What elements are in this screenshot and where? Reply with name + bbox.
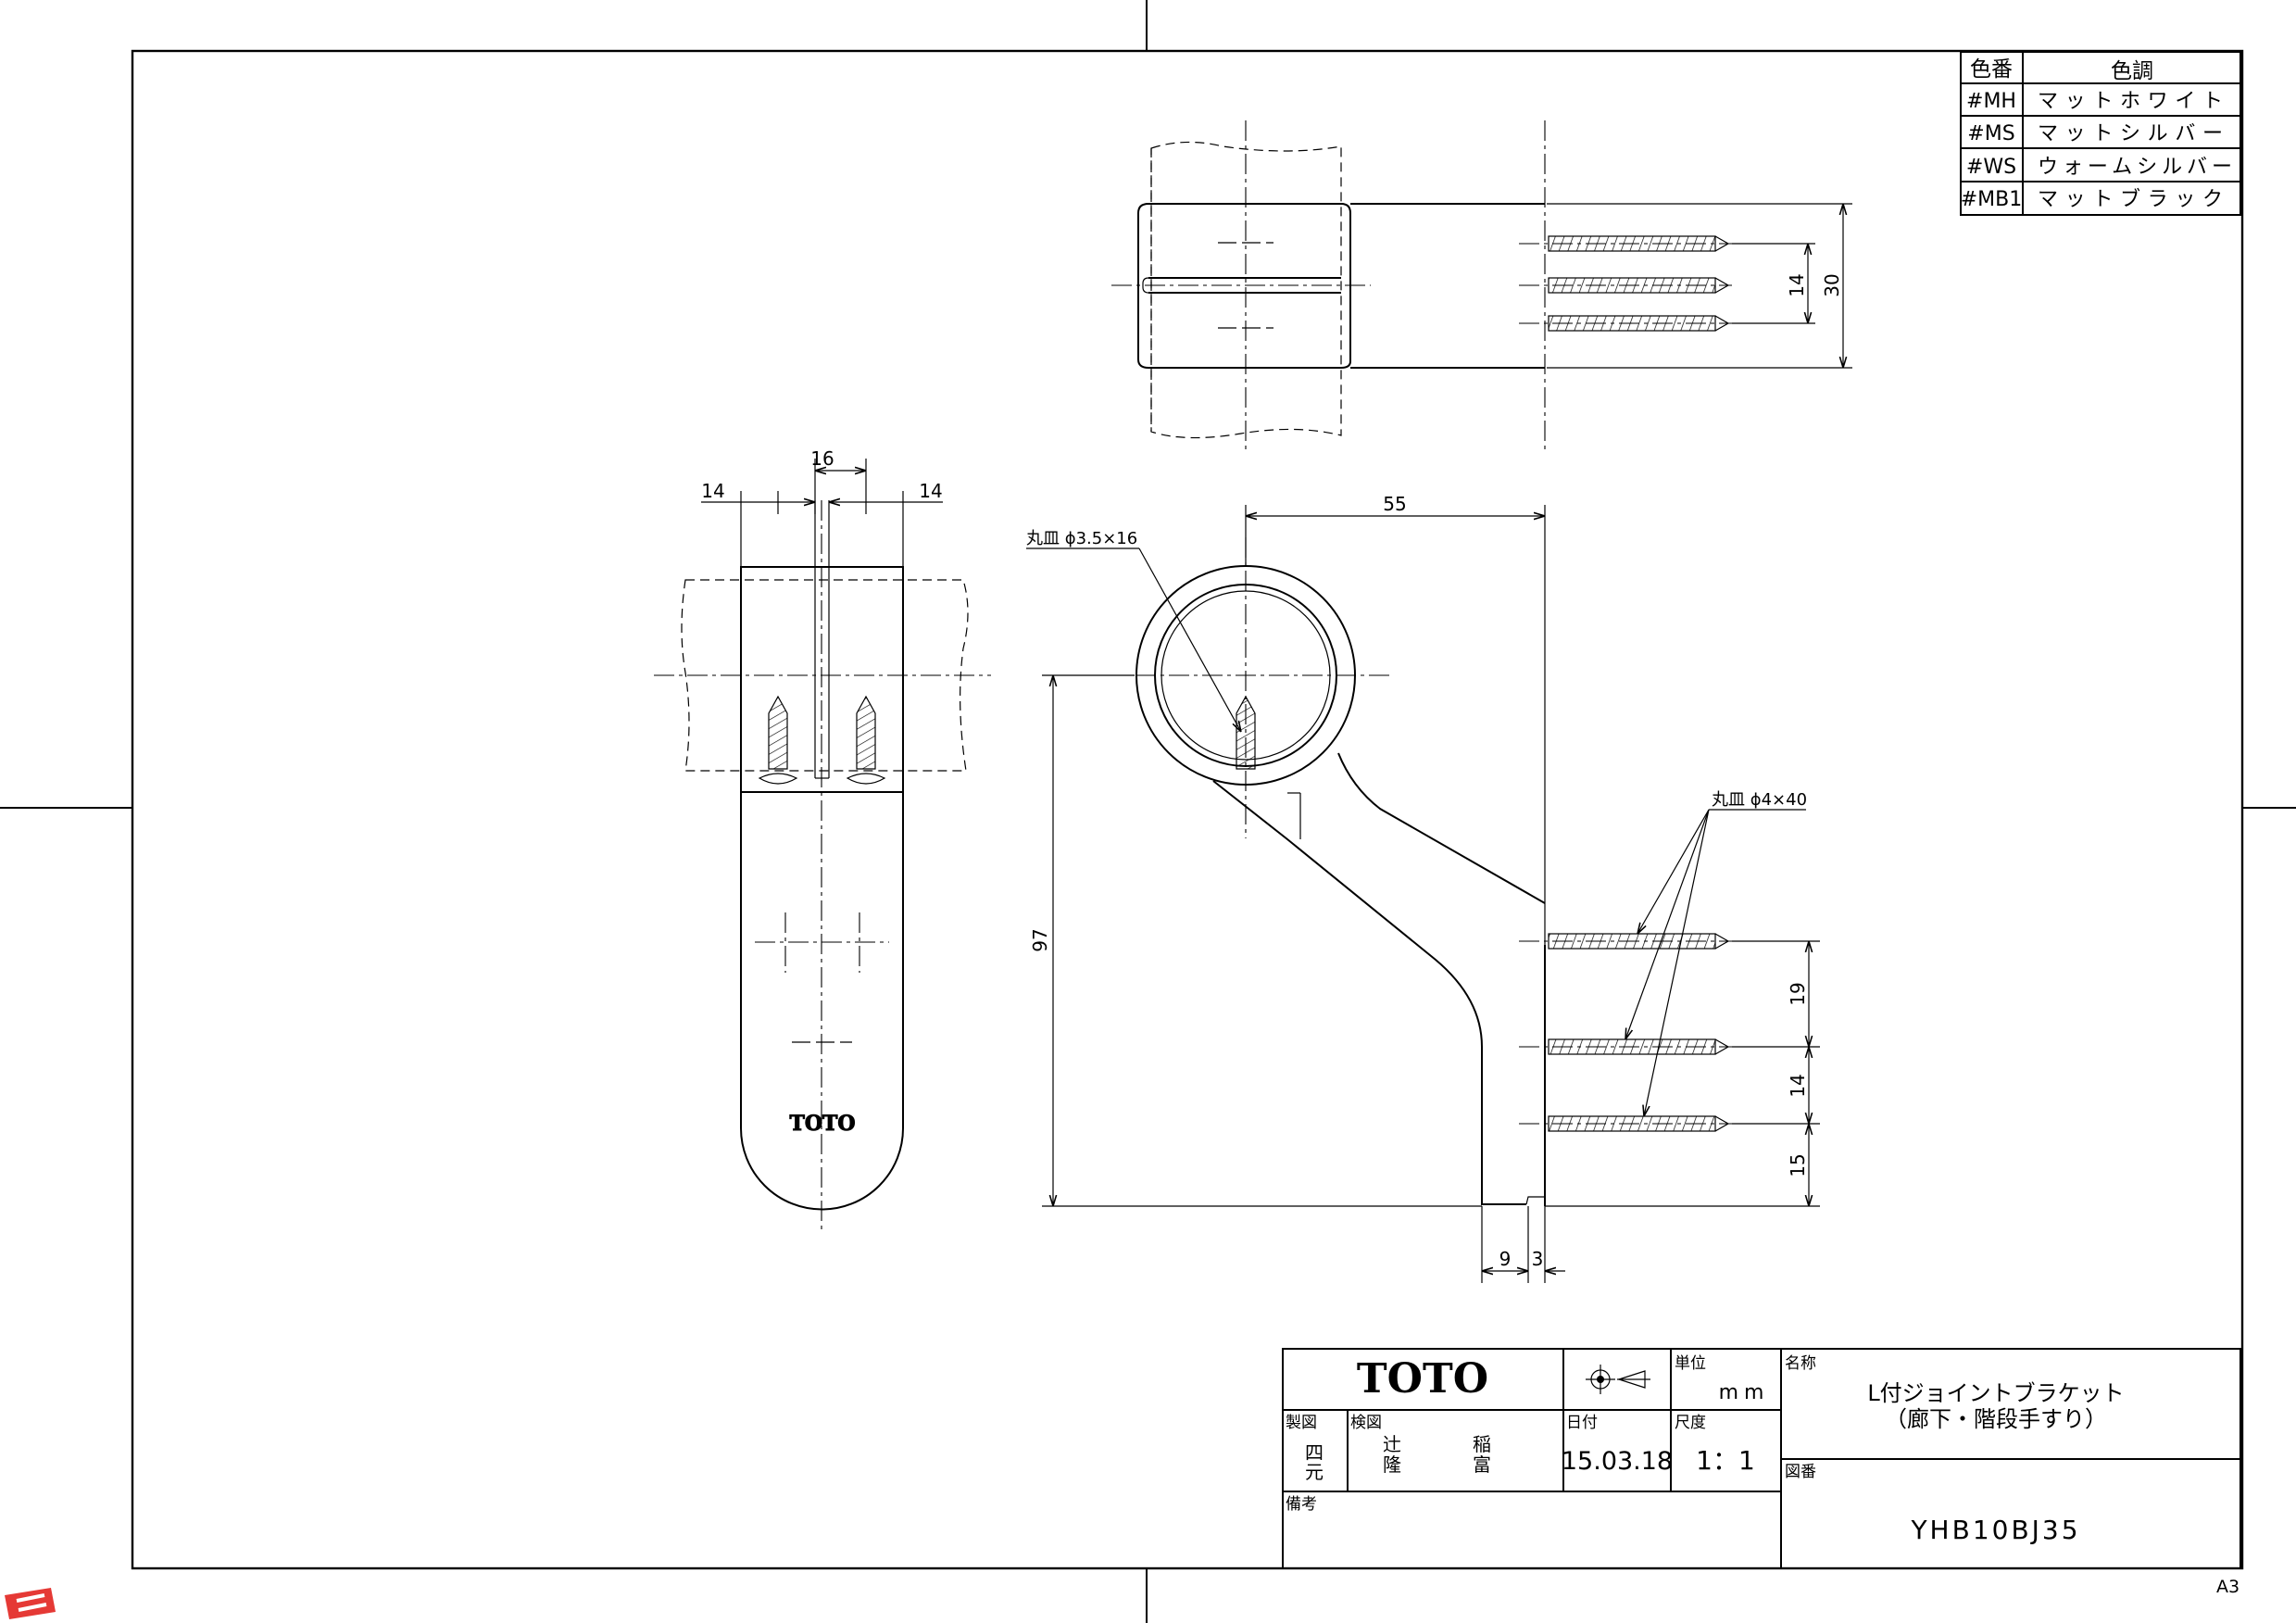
screw bbox=[1519, 933, 1732, 950]
color-name: マットホワイト bbox=[2038, 90, 2223, 113]
side-view: 丸皿 ϕ3.5×16 丸皿 ϕ4×40 55 97 19 14 15 9 bbox=[1026, 493, 1820, 1283]
color-name-header: 色調 bbox=[2111, 59, 2153, 83]
product-logo: TOTO bbox=[789, 1112, 855, 1136]
color-name: マットシルバー bbox=[2038, 122, 2223, 145]
checker-name: 隆 bbox=[1383, 1453, 1401, 1476]
product-name: L付ジョイントブラケット bbox=[1867, 1380, 2124, 1406]
title-block: TOTO 単位 mm 名称 L付ジョイントブラケット （廊下・階段手すり） 製図… bbox=[1282, 1348, 2241, 1569]
color-name: ウォームシルバー bbox=[2038, 156, 2232, 179]
screw bbox=[1236, 695, 1256, 770]
screw bbox=[1519, 315, 1732, 332]
drafter-label: 製図 bbox=[1286, 1414, 1317, 1432]
color-code: #WS bbox=[1966, 156, 2016, 179]
drawing-number: YHB10BJ35 bbox=[1910, 1515, 2080, 1545]
screw-callout: 丸皿 ϕ4×40 bbox=[1712, 790, 1807, 810]
unit-value: mm bbox=[1719, 1381, 1770, 1404]
scale-label: 尺度 bbox=[1675, 1414, 1706, 1432]
drawing-number-label: 図番 bbox=[1785, 1463, 1816, 1481]
remarks-label: 備考 bbox=[1286, 1495, 1317, 1514]
screw bbox=[1519, 1038, 1732, 1055]
front-view: TOTO 16 14 14 bbox=[654, 447, 991, 1232]
dimension-label: 3 bbox=[1532, 1248, 1544, 1270]
dimension-label: 30 bbox=[1821, 273, 1843, 296]
drafter-name: 元 bbox=[1305, 1461, 1324, 1483]
color-code: #MH bbox=[1966, 90, 2016, 113]
dimension-label: 15 bbox=[1787, 1153, 1809, 1176]
color-code: #MS bbox=[1967, 122, 2014, 145]
dimension-label: 19 bbox=[1787, 982, 1809, 1005]
dimension-label: 55 bbox=[1383, 493, 1406, 515]
dimension-label: 9 bbox=[1499, 1248, 1512, 1270]
color-code: #MB1 bbox=[1961, 188, 2023, 211]
company-logo: TOTO bbox=[1357, 1355, 1488, 1403]
product-name-sub: （廊下・階段手すり） bbox=[1885, 1406, 2107, 1432]
date-label: 日付 bbox=[1566, 1414, 1598, 1432]
unit-label: 単位 bbox=[1675, 1354, 1706, 1373]
screw-callout: 丸皿 ϕ3.5×16 bbox=[1026, 529, 1137, 548]
dimension-label: 14 bbox=[1786, 273, 1808, 296]
top-view: 14 30 bbox=[1111, 120, 1852, 452]
screw bbox=[1519, 1115, 1732, 1132]
dimension-label: 16 bbox=[810, 447, 834, 470]
color-table: 色番 色調 #MH マットホワイト #MS マットシルバー #WS ウォームシル… bbox=[1960, 51, 2241, 216]
checker-name: 辻 bbox=[1383, 1433, 1401, 1455]
sheet-size-label: A3 bbox=[2216, 1577, 2240, 1597]
drafter-name: 四 bbox=[1305, 1441, 1324, 1464]
corner-mark-icon bbox=[5, 1588, 56, 1619]
projection-symbol-icon bbox=[1586, 1365, 1650, 1394]
scale-value: 1：1 bbox=[1696, 1445, 1755, 1476]
dimension-label: 14 bbox=[701, 480, 724, 502]
checker-label: 検図 bbox=[1350, 1414, 1382, 1432]
date-value: 15.03.18 bbox=[1562, 1447, 1673, 1476]
dimension-label: 97 bbox=[1029, 928, 1051, 951]
screw bbox=[846, 695, 886, 785]
name-label: 名称 bbox=[1785, 1354, 1816, 1373]
color-name: マットブラック bbox=[2038, 188, 2223, 211]
checker-name: 稲 bbox=[1473, 1433, 1491, 1455]
screw bbox=[758, 695, 798, 785]
color-code-header: 色番 bbox=[1970, 57, 2013, 82]
screw bbox=[1519, 277, 1732, 294]
dimension-label: 14 bbox=[919, 480, 942, 502]
screw bbox=[1519, 235, 1732, 252]
dimension-label: 14 bbox=[1787, 1074, 1809, 1097]
checker-name: 富 bbox=[1473, 1453, 1491, 1476]
